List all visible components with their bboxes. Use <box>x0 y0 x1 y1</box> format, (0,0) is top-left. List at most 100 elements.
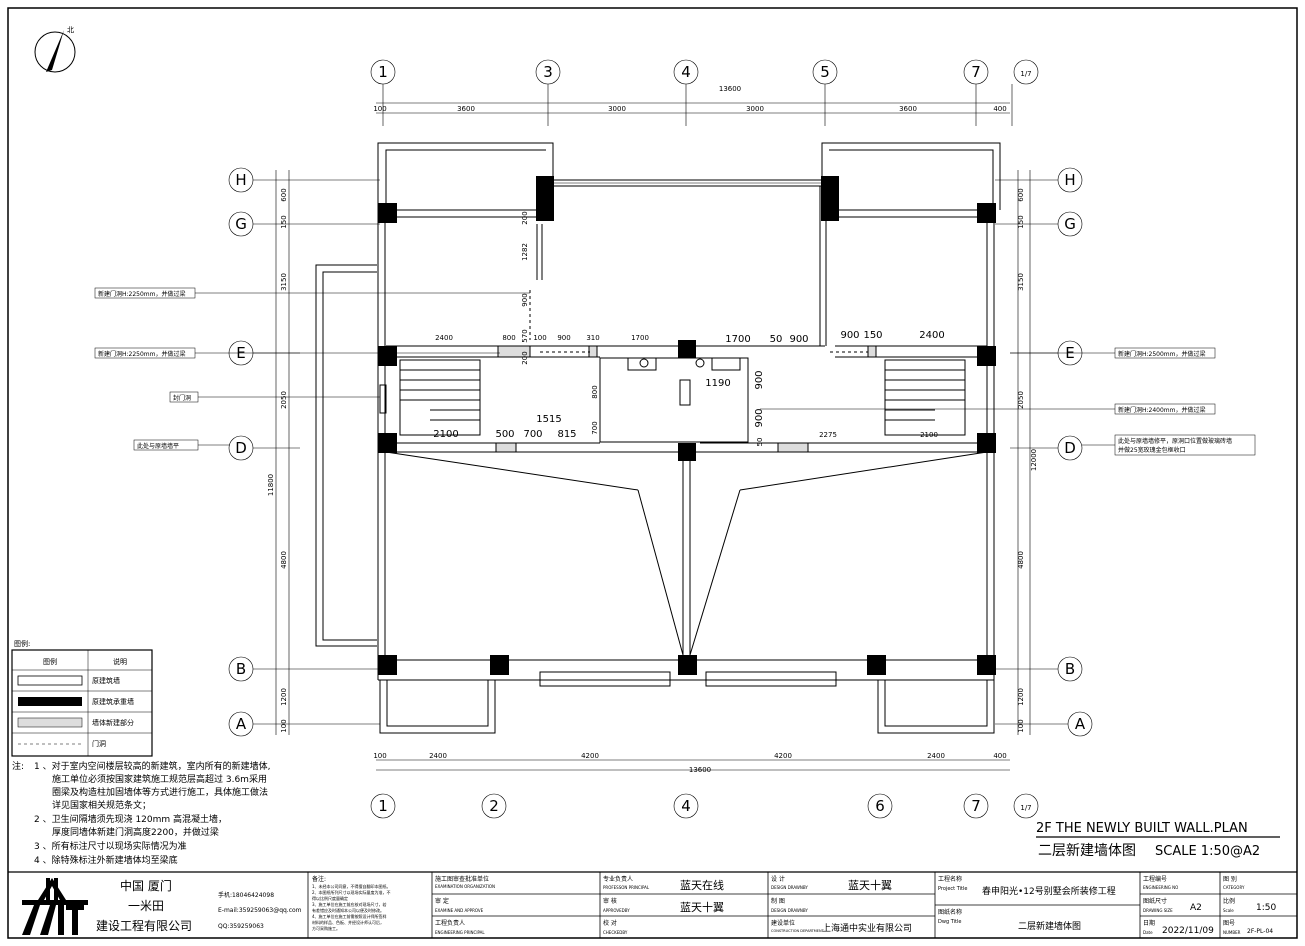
remark-4: 有差错应及时通知本公司以便及时修改。 <box>312 907 384 913</box>
legend-title: 图例: <box>14 639 30 648</box>
company-qq: QQ:359259063 <box>218 923 264 930</box>
dim-bottom-2: 4200 <box>581 752 599 760</box>
tb-size: 图纸尺寸 <box>1143 897 1167 905</box>
title-block: 中国 厦门 一米田 建设工程有限公司 手机:18046424098 E-mail… <box>22 872 1297 938</box>
dim-inner-12: 900 <box>789 334 808 345</box>
dim-inner-1: 1282 <box>521 243 529 261</box>
annotation-new-door-3: 新建门洞H:2500mm，并做过梁 <box>1118 350 1206 358</box>
grid-bubble-bottom-4: 4 <box>681 797 691 815</box>
dim-top-4: 3600 <box>899 105 917 113</box>
legend-item-2: 墙体新建部分 <box>92 718 134 727</box>
note-line-7: 4 、除特殊标注外新建墙体均至梁底 <box>34 854 178 866</box>
tb-verify-en: CHECKEDBY <box>603 930 628 935</box>
dim-bottom-0: 100 <box>373 752 386 760</box>
grid-bubble-top-3: 3 <box>543 63 553 81</box>
tb-date-en: Date <box>1143 930 1153 935</box>
tb-review-en: EXAMINE AND APPROVE <box>435 908 484 913</box>
tb-project-name: 工程名称 <box>938 875 962 883</box>
company-email: E-mail:359259063@qq.com <box>218 907 302 914</box>
remark-6: 材料的样品、色板、并经设计师认可后， <box>312 919 384 925</box>
dim-inner-0: 200 <box>521 211 529 224</box>
grid-bubble-top-5: 5 <box>820 63 830 81</box>
dim-inner-5: 570 <box>521 329 529 342</box>
dim-inner-18: 800 <box>591 385 599 398</box>
annotation-glass-brick-1: 此处与原墙墙修平，原洞口位置做玻璃砖墙 <box>1118 437 1232 445</box>
tb-design-value: 蓝天十翼 <box>848 878 892 892</box>
grid-bubble-bottom-6: 6 <box>875 797 885 815</box>
remark-5: 4、施工单位在施工前需按照设计师所签样 <box>312 913 387 919</box>
dim-right-0: 600 <box>1017 188 1025 201</box>
tb-prof-lead-value: 蓝天在线 <box>680 878 724 892</box>
dim-inner-14: 150 <box>863 330 882 341</box>
tb-drawing-no-value: 2F-PL-04 <box>1247 928 1273 935</box>
dim-inner-21: 2100 <box>433 429 458 440</box>
dim-left-1: 150 <box>280 215 288 228</box>
annotation-new-door-1: 新建门洞H:2250mm，并做过梁 <box>98 290 186 298</box>
tb-category-en: CATEGORY <box>1223 885 1245 890</box>
annotation-new-door-2: 新建门洞H:2250mm，并做过梁 <box>98 350 186 358</box>
legend: 图例: 图例 说明 原建筑墙 原建筑承重墙 墙体新建部分 门洞 <box>11 639 153 757</box>
grid-bubble-row-H-left: H <box>235 171 246 189</box>
tb-design-en: DESIGN DRAWNBY <box>771 885 808 890</box>
title-scale: SCALE 1:50@A2 <box>1155 844 1260 859</box>
tb-approval: 施工图审查批准单位 <box>435 875 489 883</box>
dim-left-2: 3150 <box>280 273 288 291</box>
remark-2: 得以比例尺度量确定 <box>312 895 348 901</box>
dim-inner-13: 900 <box>840 330 859 341</box>
tb-date-value: 2022/11/09 <box>1162 926 1214 936</box>
dim-bottom-total: 13600 <box>689 766 711 774</box>
tb-design: 设 计 <box>771 875 785 883</box>
floor-plan <box>315 142 1001 734</box>
company-phone: 手机:18046424098 <box>218 891 274 899</box>
dim-bottom-1: 2400 <box>429 752 447 760</box>
tb-ratio-value: 1:50 <box>1256 903 1276 913</box>
title-cn: 二层新建墙体图 <box>1038 843 1136 859</box>
tb-approval-en: EXAMINATION ORGANIZATION <box>435 884 495 889</box>
dim-right-4: 4800 <box>1017 551 1025 569</box>
tb-draw: 制 图 <box>771 897 785 905</box>
dim-left-4: 4800 <box>280 551 288 569</box>
grid-bubble-top-1-7: 1/7 <box>1020 70 1031 78</box>
tb-ratio-en: Scale <box>1223 908 1234 913</box>
company-line-1: 中国 厦门 <box>120 878 172 893</box>
dim-inner-10: 1700 <box>725 334 750 345</box>
note-line-6: 3 、所有标注尺寸以现场实际情况为准 <box>34 840 187 852</box>
note-line-2: 圈梁及构造柱加固墙体等方式进行施工，具体施工做法 <box>52 786 268 798</box>
tb-eng-lead-en: ENGINEERING PRINCIPAL <box>435 930 485 935</box>
company-line-3: 建设工程有限公司 <box>96 918 192 933</box>
grid-axis-right: H G E D B A 12000 600 150 3150 2050 4800… <box>995 167 1093 737</box>
dim-top-total: 13600 <box>719 85 741 93</box>
grid-bubble-row-B-left: B <box>236 660 246 678</box>
tb-drawing-no: 图号 <box>1223 920 1235 927</box>
grid-bubble-bottom-1-7: 1/7 <box>1020 804 1031 812</box>
dim-inner-24: 815 <box>557 429 576 440</box>
dim-inner-16: 1190 <box>705 378 730 389</box>
compass-label: 北 <box>67 26 74 34</box>
north-arrow-icon: 北 <box>34 26 76 73</box>
dim-right-3: 2050 <box>1017 391 1025 409</box>
tb-drawing-name-en: Dwg Title <box>938 919 961 925</box>
dim-inner-2: 900 <box>521 293 529 306</box>
annotation-glass-brick-2: 并做25宽玫瑰金包框收口 <box>1118 446 1186 454</box>
tb-drawing-name: 图纸名称 <box>938 908 962 916</box>
note-line-0: 1 、对于室内空间楼层较高的新建筑，室内所有的新建墙体, <box>34 760 270 772</box>
grid-axis-top: 1 3 4 5 7 1/7 13600 100 3600 3000 3000 3… <box>370 59 1039 126</box>
tb-prof-lead-en: PROFESSON PRINCIPAL <box>603 885 650 890</box>
tb-check-en: APPROVEDBY <box>603 908 630 913</box>
dim-bottom-3: 4200 <box>774 752 792 760</box>
annotations: 新建门洞H:2250mm，并做过梁 新建门洞H:2250mm，并做过梁 封门洞 … <box>94 287 1256 456</box>
dim-bottom-4: 2400 <box>927 752 945 760</box>
legend-col1: 图例 <box>43 657 57 666</box>
dim-left-total: 11800 <box>267 474 275 496</box>
dim-inner-7: 900 <box>557 334 570 342</box>
legend-swatch-new-wall <box>17 717 83 728</box>
tb-draw-en: DESIGN DRAWNBY <box>771 908 808 913</box>
dim-inner-6: 100 <box>533 334 546 342</box>
dim-inner-26: 50 <box>756 438 764 447</box>
grid-bubble-top-4: 4 <box>681 63 691 81</box>
dim-left-3: 2050 <box>280 391 288 409</box>
grid-axis-left: H G E D B A 11800 600 150 3150 2050 4800… <box>228 167 380 737</box>
remark-7: 方可采购施工。 <box>312 925 340 931</box>
sheet-border <box>7 7 1298 939</box>
grid-bubble-bottom-2: 2 <box>489 797 499 815</box>
